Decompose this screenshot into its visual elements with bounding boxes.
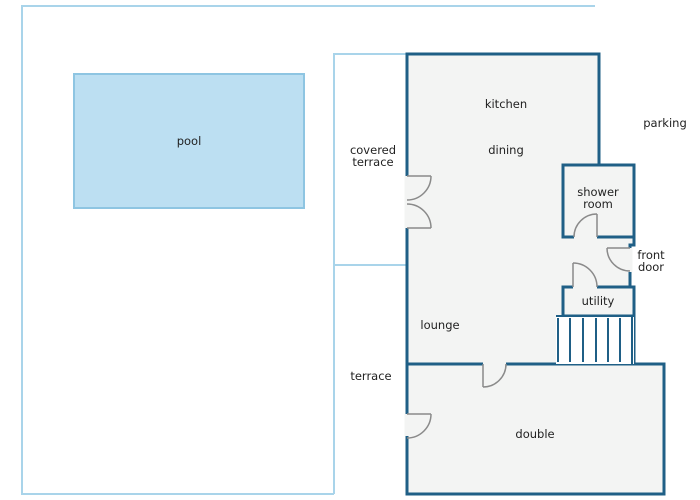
covered-terrace-label-line1: covered bbox=[350, 143, 396, 157]
utility-label: utility bbox=[582, 294, 615, 308]
door-swings bbox=[406, 175, 631, 439]
door-openings bbox=[404, 176, 633, 436]
utility-door-icon bbox=[572, 262, 598, 288]
covered-terrace-label-line2: terrace bbox=[352, 155, 393, 169]
lounge-label: lounge bbox=[420, 318, 459, 332]
pool-label: pool bbox=[177, 134, 202, 148]
parking-label: parking bbox=[643, 116, 687, 130]
terrace-double-door-icon bbox=[406, 175, 432, 229]
dining-label: dining bbox=[488, 143, 524, 157]
shower-room-label-line2: room bbox=[583, 197, 613, 211]
staircase bbox=[556, 315, 634, 364]
front-door-label-line2: door bbox=[638, 260, 664, 274]
double-bedroom bbox=[405, 362, 666, 496]
bedroom-door-icon bbox=[482, 363, 507, 388]
front-door-icon bbox=[606, 247, 631, 272]
property-boundary bbox=[21, 5, 595, 495]
shower-room-label-line1: shower bbox=[577, 185, 619, 199]
terrace-boundary bbox=[333, 53, 407, 494]
terrace-label: terrace bbox=[350, 369, 391, 383]
front-door-label-line1: front bbox=[637, 248, 665, 262]
pool bbox=[73, 73, 305, 209]
double-label: double bbox=[515, 427, 554, 441]
bedroom-terrace-door-icon bbox=[406, 413, 432, 439]
shower-room bbox=[561, 163, 636, 239]
shower-door-icon bbox=[573, 213, 598, 238]
kitchen-label: kitchen bbox=[485, 97, 527, 111]
